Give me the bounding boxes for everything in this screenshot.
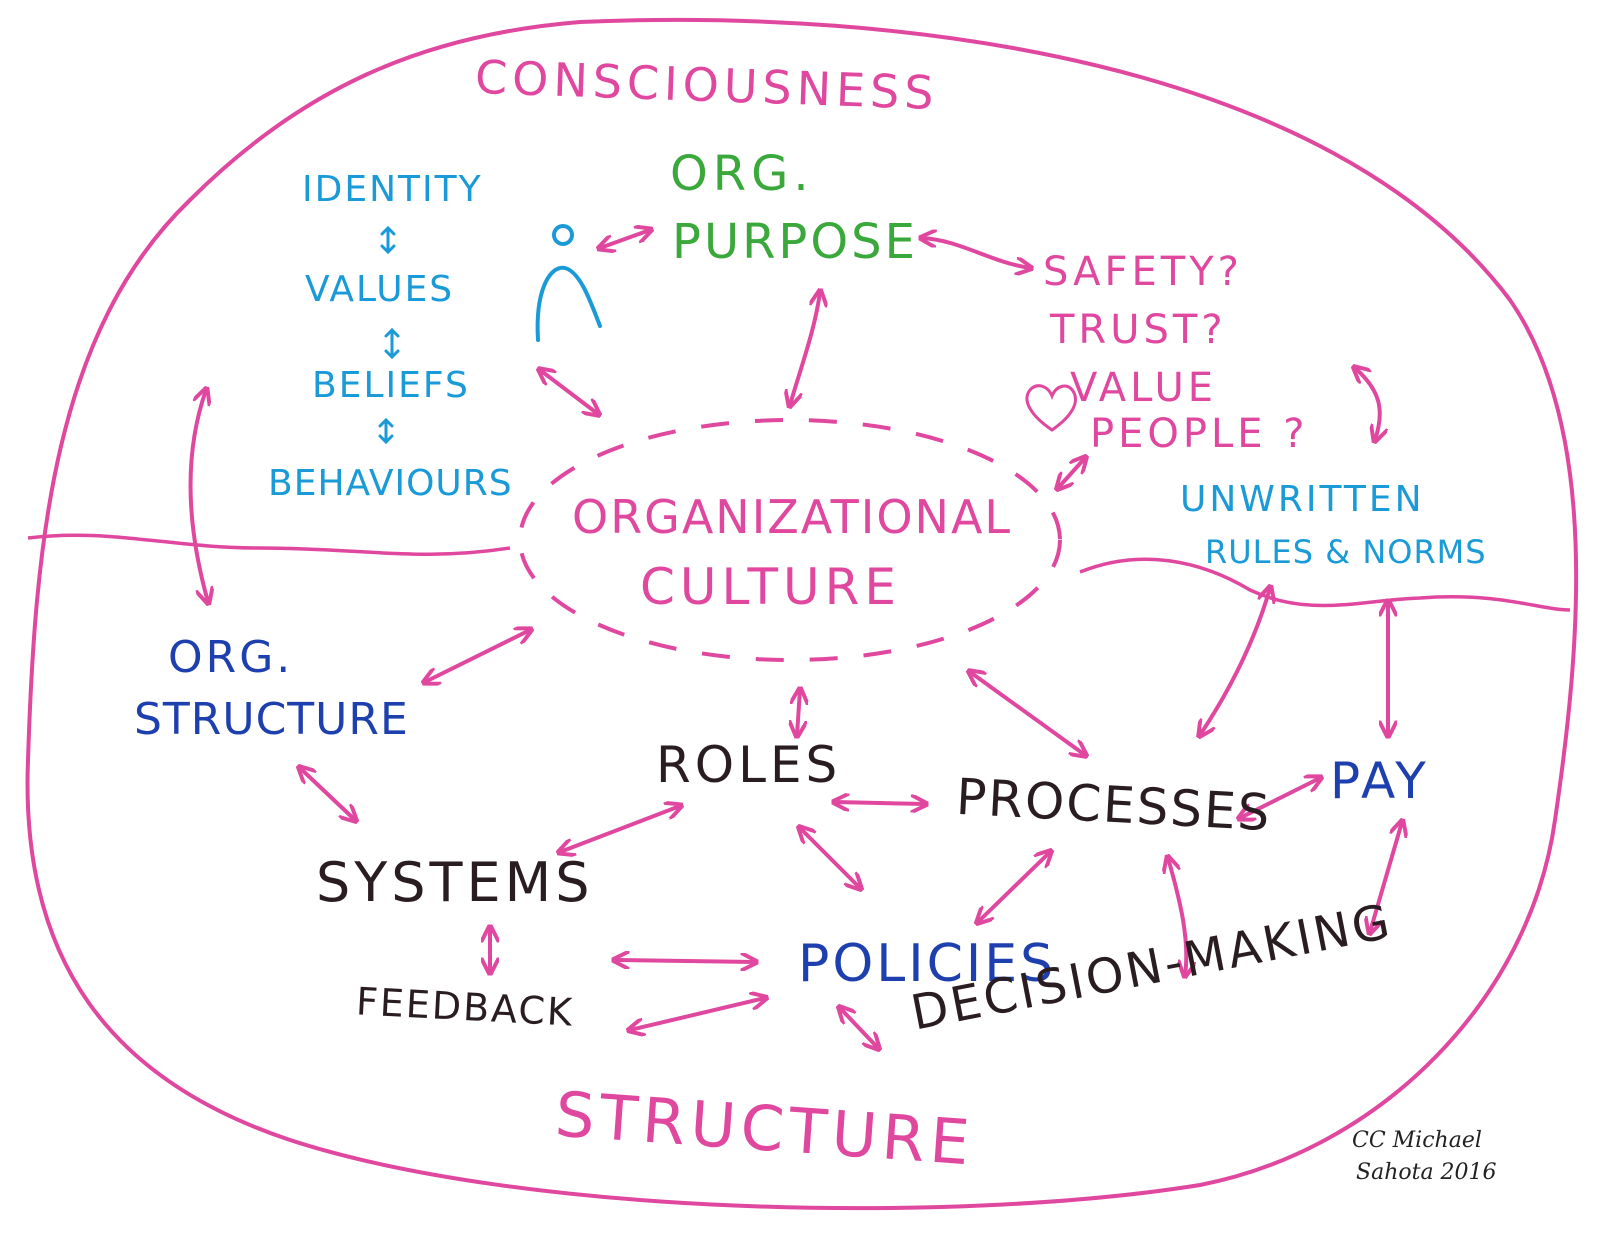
arrow-systems-roles [560, 806, 680, 852]
credit-line1: CC Michael [1352, 1128, 1482, 1153]
arrow-culture-processes [970, 672, 1085, 755]
pay-label: PAY [1330, 752, 1430, 810]
arrow-person-culture [540, 370, 598, 414]
consciousness-structure-divider [27, 533, 511, 556]
values-label: VALUES [305, 269, 455, 310]
safety-label: SAFETY? [1043, 249, 1243, 295]
processes-label: PROCESSES [954, 767, 1273, 843]
arrow-processes-decision [1168, 858, 1186, 975]
behaviours-label: BEHAVIOURS [268, 463, 513, 504]
unwritten-rules-label-line1: UNWRITTEN [1180, 479, 1425, 520]
arrow-unwritten-value-people [1355, 368, 1380, 440]
arrow-orgstructure-systems [300, 768, 355, 820]
org-structure-label-line2: STRUCTURE [134, 694, 409, 745]
identity-label: IDENTITY [302, 169, 483, 210]
credit-line2: Sahota 2016 [1356, 1160, 1497, 1185]
arrow-roles-processes [835, 802, 925, 804]
arrow-culture-roles [797, 690, 800, 735]
org-purpose-label-line1: ORG. [670, 146, 814, 202]
feedback-label: FEEDBACK [354, 979, 576, 1035]
beliefs-label: BELIEFS [312, 365, 470, 406]
arrow-value-people-culture [1058, 458, 1085, 488]
outer-boundary [25, 17, 1579, 1211]
unwritten-rules-label-line2: RULES & NORMS [1205, 533, 1487, 571]
org-structure-label-line1: ORG. [168, 632, 294, 683]
heart-icon [1025, 384, 1077, 432]
policies-label: POLICIES [798, 934, 1057, 994]
trust-label: TRUST? [1050, 307, 1227, 353]
arrow-processes-policies [978, 852, 1050, 922]
org-purpose-label-line2: PURPOSE [672, 214, 918, 270]
roles-label: ROLES [656, 736, 842, 794]
arrow-policies-decision [840, 1008, 878, 1048]
arrow-purpose-safety [922, 238, 1030, 268]
person-figure-icon [535, 224, 602, 342]
org-culture-label-line1: ORGANIZATIONAL [572, 490, 1013, 544]
relationship-arrows [188, 230, 1402, 1048]
arrow-roles-policies [800, 828, 860, 888]
arrow-feedback-policies [630, 998, 765, 1030]
arrow-systems-policies [615, 960, 755, 962]
systems-label: SYSTEMS [316, 851, 594, 914]
arrow-pay-decision [1370, 822, 1402, 932]
arrow-processes-pay [1240, 778, 1320, 818]
consciousness-structure-divider-right [1079, 557, 1571, 612]
arrow-values-culture-bridge [188, 390, 208, 602]
arrow-culture-orgstructure [425, 630, 530, 682]
ladder-arrows [378, 225, 400, 445]
arrow-unwritten-processes [1200, 588, 1270, 735]
org-culture-label-line2: CULTURE [640, 558, 901, 616]
value-people-label-line2: PEOPLE ? [1090, 411, 1309, 457]
culture-cloud [518, 418, 1062, 662]
arrow-person-purpose [600, 230, 650, 248]
arrow-purpose-culture [790, 292, 820, 405]
value-people-label-line1: VALUE [1070, 365, 1218, 411]
